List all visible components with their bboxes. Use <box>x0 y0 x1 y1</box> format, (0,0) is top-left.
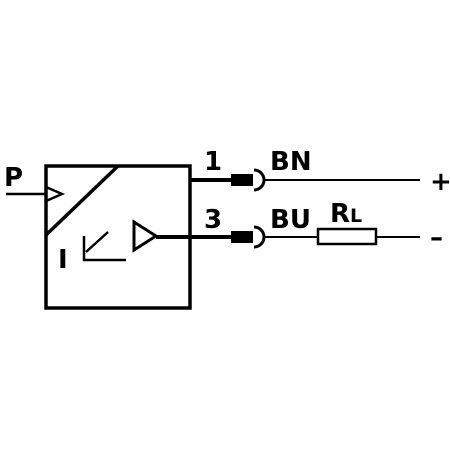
terminal-3-number: 3 <box>204 205 222 235</box>
wire-color-bn: BN <box>270 147 312 177</box>
polarity-minus: – <box>430 223 443 253</box>
terminal-1-number: 1 <box>204 147 222 177</box>
polarity-plus: + <box>430 167 450 197</box>
terminal-1-pin <box>231 174 253 186</box>
input-label: P <box>4 163 23 193</box>
output-characteristic-axes <box>82 236 126 262</box>
terminal-3-pin <box>231 231 253 243</box>
sensor-diagonal <box>44 164 120 237</box>
input-arrow <box>45 185 66 203</box>
load-subscript: L <box>350 205 362 227</box>
load-resistor <box>316 227 378 246</box>
terminal-3-socket <box>253 225 266 249</box>
terminal-1-socket <box>253 168 266 192</box>
amplifier-triangle <box>132 219 159 253</box>
output-label: I <box>58 245 68 275</box>
load-symbol: R <box>330 199 350 229</box>
wire-color-bu: BU <box>270 205 311 235</box>
output-characteristic-curve <box>85 231 109 253</box>
